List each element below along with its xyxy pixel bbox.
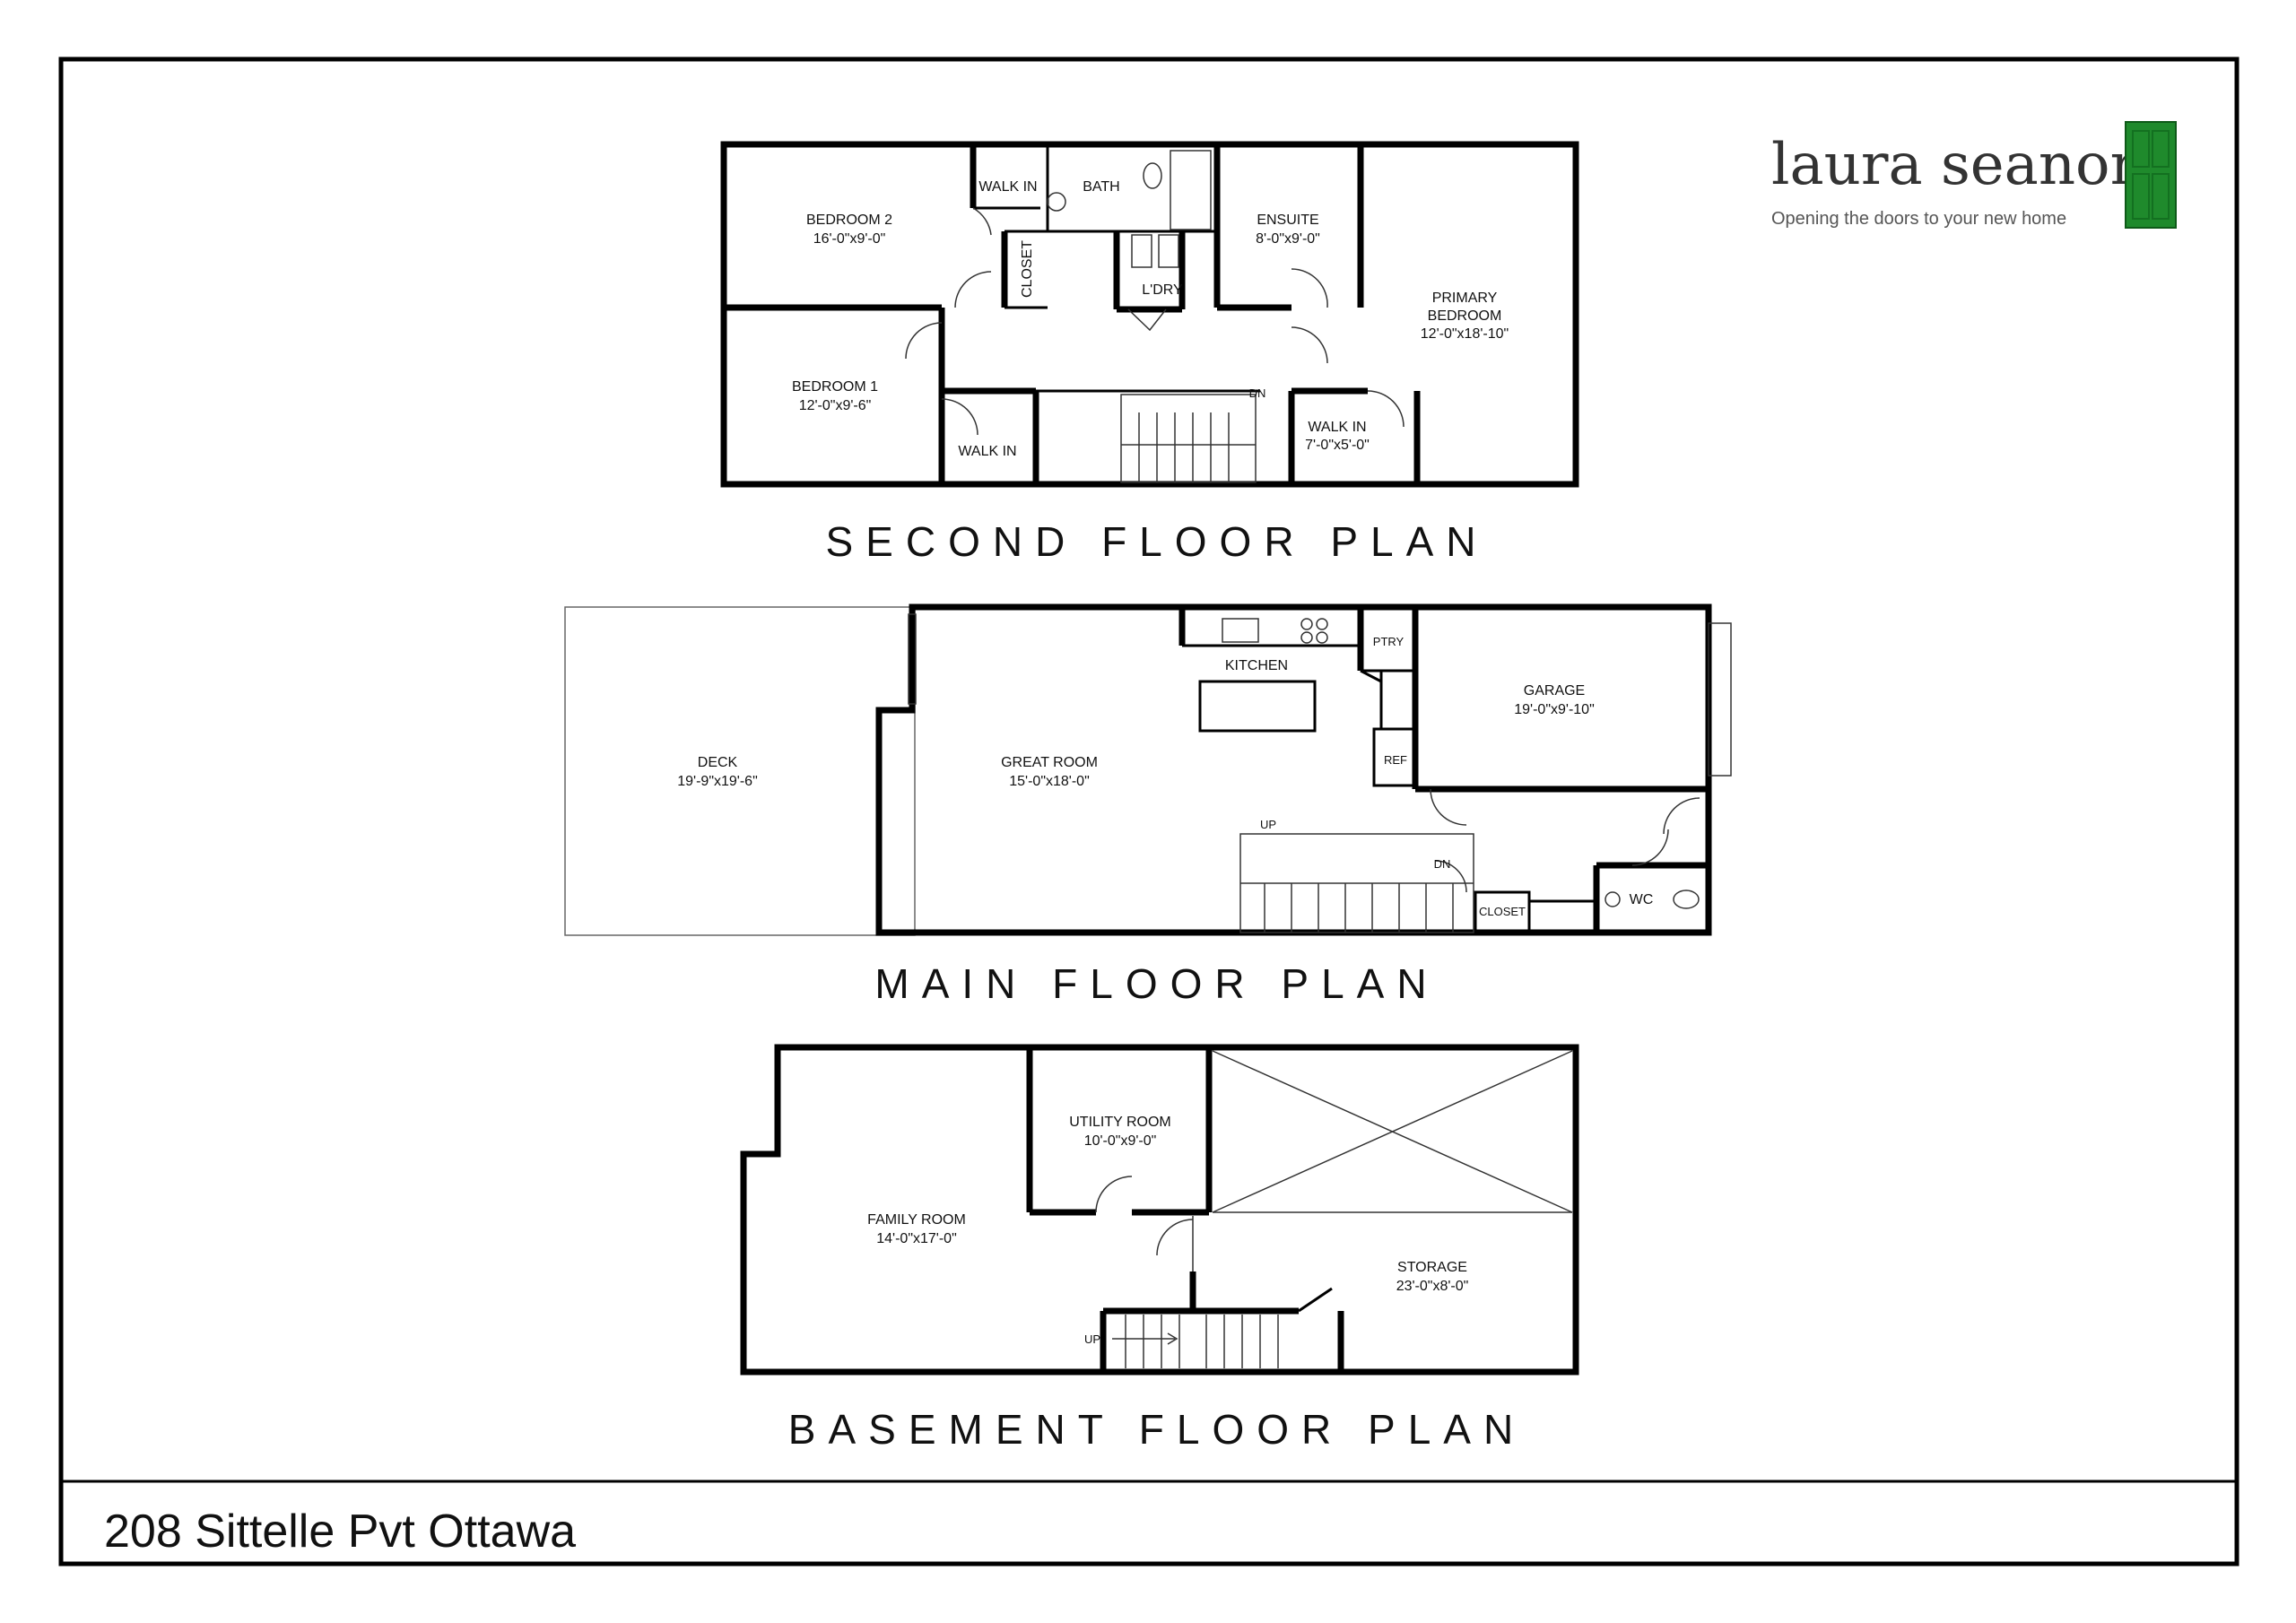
room-ensuite-size: 8'-0"x9'-0" xyxy=(1256,231,1320,247)
room-great-room-size: 15'-0"x18'-0" xyxy=(1009,774,1090,789)
room-storage-size: 23'-0"x8'-0" xyxy=(1396,1279,1469,1294)
brand-tagline: Opening the doors to your new home xyxy=(1771,209,2066,229)
basement-floor-title: BASEMENT FLOOR PLAN xyxy=(788,1406,1526,1453)
room-primary-size: 12'-0"x18'-10" xyxy=(1421,326,1509,342)
room-deck: DECK xyxy=(698,755,738,770)
room-kitchen: KITCHEN xyxy=(1225,658,1288,673)
room-garage: GARAGE xyxy=(1524,683,1585,699)
basement-floor-plan: UTILITY ROOM 10'-0"x9'-0" FAMILY ROOM 14… xyxy=(740,1044,1579,1453)
main-floor-stairs xyxy=(1239,833,1474,933)
room-ensuite: ENSUITE xyxy=(1257,213,1318,228)
basement-stairs xyxy=(1112,1315,1279,1368)
stair-down-label: DN xyxy=(1249,386,1266,400)
room-utility: UTILITY ROOM xyxy=(1069,1115,1171,1130)
room-bedroom-1-size: 12'-0"x9'-6" xyxy=(799,398,872,413)
brand-logo: laura seanor Opening the doors to your n… xyxy=(1771,121,2177,229)
room-great-room: GREAT ROOM xyxy=(1001,755,1098,770)
room-primary-line2: BEDROOM xyxy=(1428,308,1502,324)
room-garage-size: 19'-0"x9'-10" xyxy=(1514,702,1595,717)
room-walk-in-a: WALK IN xyxy=(978,179,1037,195)
room-bedroom-2: BEDROOM 2 xyxy=(806,213,892,228)
room-utility-size: 10'-0"x9'-0" xyxy=(1084,1133,1157,1149)
room-pantry: PTRY xyxy=(1373,635,1405,648)
room-walk-in-b: WALK IN xyxy=(958,444,1016,459)
room-bath: BATH xyxy=(1083,179,1119,195)
room-storage: STORAGE xyxy=(1397,1260,1467,1275)
room-closet: CLOSET xyxy=(1479,905,1526,918)
room-family-size: 14'-0"x17'-0" xyxy=(876,1231,957,1246)
brand-name: laura seanor xyxy=(1771,132,2138,198)
room-bedroom-2-size: 16'-0"x9'-0" xyxy=(813,231,886,247)
room-laundry: L'DRY xyxy=(1142,282,1183,298)
room-bedroom-1: BEDROOM 1 xyxy=(792,379,878,395)
room-walk-in-c-size: 7'-0"x5'-0" xyxy=(1305,438,1370,453)
room-walk-in-c: WALK IN xyxy=(1308,420,1366,435)
property-address: 208 Sittelle Pvt Ottawa xyxy=(104,1506,576,1558)
stair-up-label: UP xyxy=(1084,1332,1100,1346)
room-wc: WC xyxy=(1630,892,1654,907)
main-floor-title: MAIN FLOOR PLAN xyxy=(874,960,1439,1007)
room-ref: REF xyxy=(1384,753,1407,767)
second-floor-plan: BEDROOM 2 16'-0"x9'-0" WALK IN BATH CLOS… xyxy=(720,141,1579,565)
second-floor-title: SECOND FLOOR PLAN xyxy=(826,518,1489,565)
room-deck-size: 19'-9"x19'-6" xyxy=(677,774,758,789)
green-door-icon xyxy=(2125,121,2177,229)
room-primary-line1: PRIMARY xyxy=(1432,291,1498,306)
main-floor-plan: DECK 19'-9"x19'-6" GREAT ROOM 15'-0"x18'… xyxy=(564,603,1732,1007)
room-closet: CLOSET xyxy=(1020,240,1035,298)
sheet-border xyxy=(58,56,2239,1567)
second-floor-stairs xyxy=(1120,394,1257,483)
stair-down-label: DN xyxy=(1434,857,1451,871)
room-family: FAMILY ROOM xyxy=(867,1212,966,1228)
stair-up-label: UP xyxy=(1260,818,1276,831)
deck-area xyxy=(564,606,916,936)
